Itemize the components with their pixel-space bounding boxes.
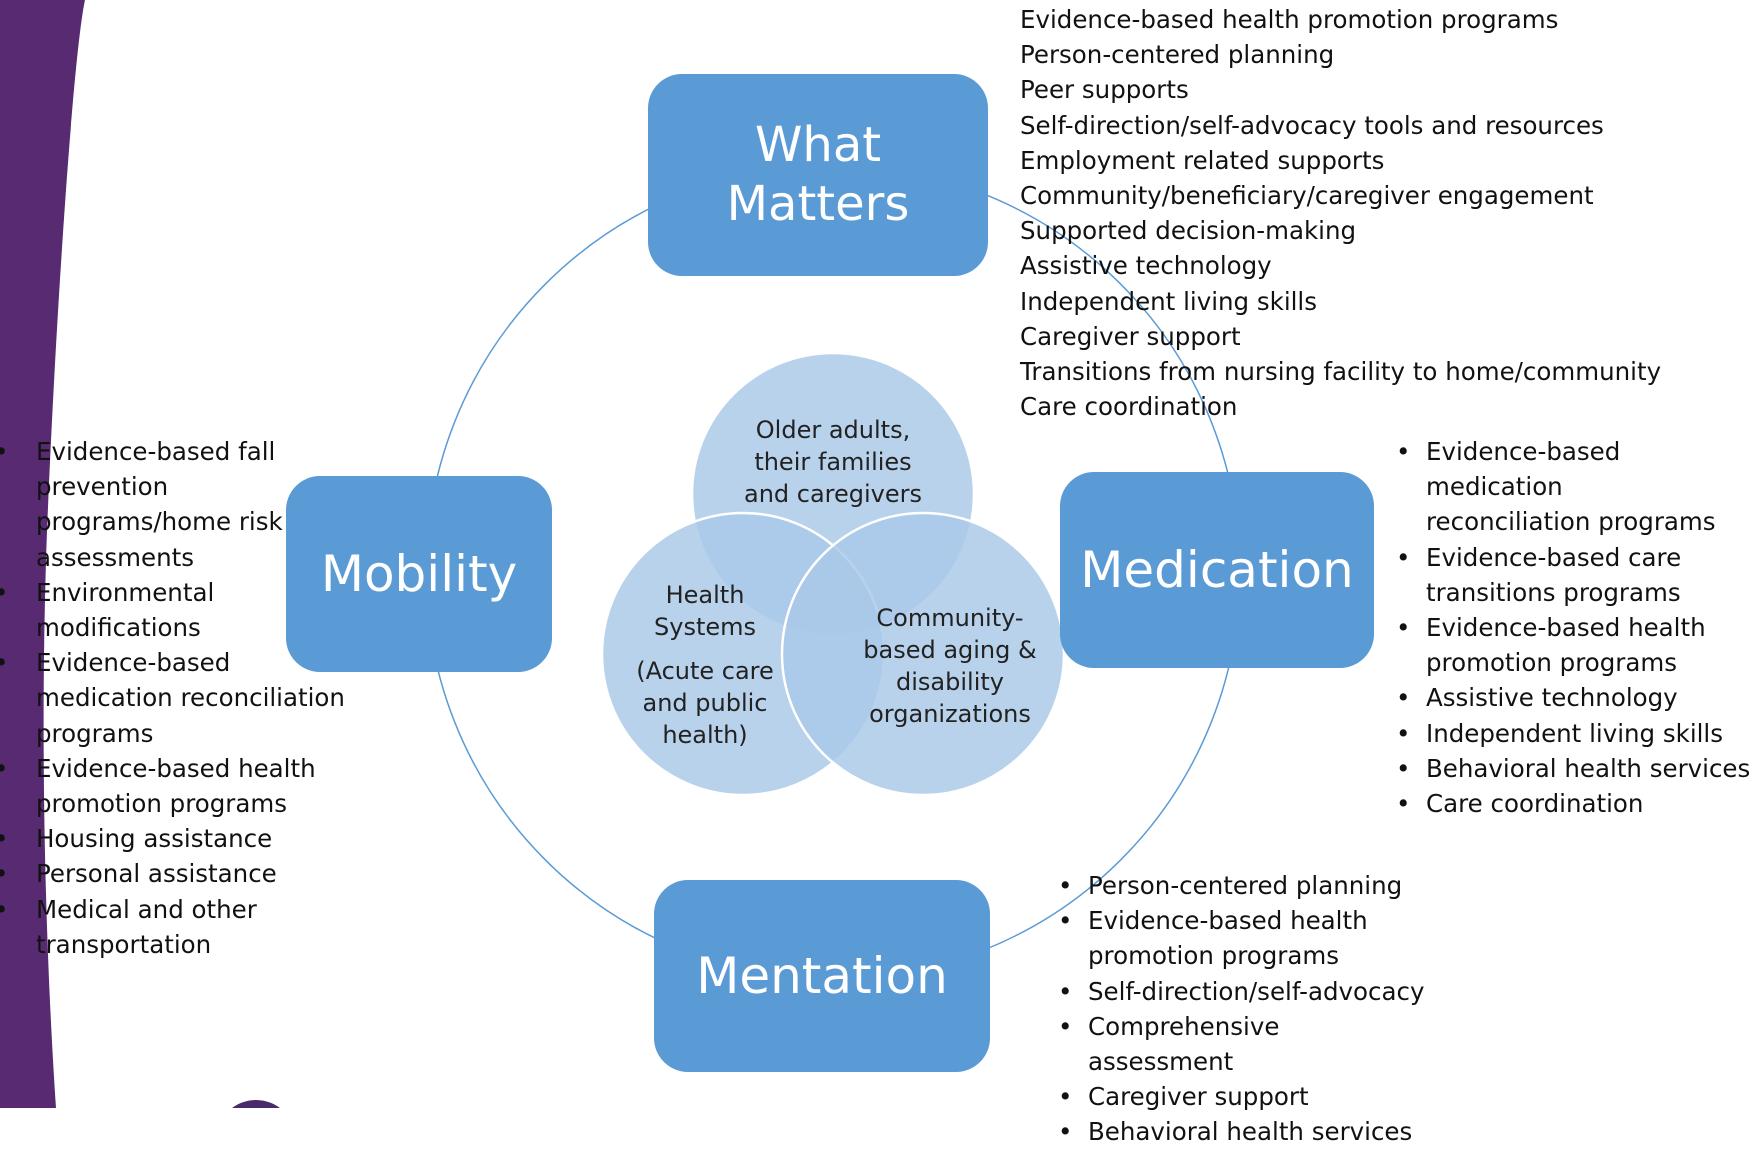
what-matters-item: Independent living skills xyxy=(1020,286,1318,316)
medication-item: Evidence-based medication reconciliation… xyxy=(1390,434,1762,540)
what-matters-item: Peer supports xyxy=(1020,75,1189,105)
mobility-item-line: Environmental xyxy=(36,577,215,607)
what-matters-item: Caregiver support xyxy=(1020,321,1241,351)
mobility-item-line: Evidence-based health xyxy=(36,753,316,783)
what-matters-item: Transitions from nursing facility to hom… xyxy=(1020,357,1662,387)
mentation-item-line: Person-centered planning xyxy=(1088,871,1403,900)
medication-item: Independent living skills xyxy=(1390,716,1762,751)
medication-box: Medication xyxy=(1060,472,1374,668)
mentation-item: Self-direction/self-advocacy xyxy=(1052,974,1432,1009)
medication-title: Medication xyxy=(1080,540,1354,599)
medication-item-line: Evidence-based medication xyxy=(1426,437,1621,502)
mobility-item-line: transportation xyxy=(36,929,212,959)
medication-item-line: promotion programs xyxy=(1426,648,1677,678)
mobility-item: Evidence-based health promotion programs xyxy=(0,751,345,821)
venn-label-community-line-4: organizations xyxy=(869,699,1031,728)
mentation-item: Evidence-based health promotion programs xyxy=(1052,903,1432,973)
medication-item-line: Behavioral health services xyxy=(1426,753,1751,783)
mentation-list: Person-centered planning Evidence-based … xyxy=(1052,868,1432,1150)
venn-label-health-systems: Health Systems (Acute care and public he… xyxy=(614,580,796,752)
venn-label-older-adults-line-1: Older adults, xyxy=(755,416,911,444)
mentation-item-line: promotion programs xyxy=(1088,941,1339,971)
venn-label-older-adults-line-2: their families xyxy=(754,447,912,476)
mentation-item-line: Self-direction/self-advocacy xyxy=(1088,976,1425,1006)
mobility-item-line: Housing assistance xyxy=(36,824,273,854)
venn-label-community-line-1: Community- xyxy=(876,604,1024,632)
medication-item: Evidence-based care transitions programs xyxy=(1390,540,1762,610)
medication-item-line: reconciliation programs xyxy=(1426,507,1716,537)
mentation-item-line: Behavioral health services xyxy=(1088,1117,1413,1147)
venn-label-health-systems-line-1: Health xyxy=(665,581,745,609)
venn-circle-community xyxy=(780,511,1066,797)
mobility-item-line: prevention xyxy=(36,472,169,502)
mobility-item-line: Personal assistance xyxy=(36,859,277,889)
mentation-item-line: Caregiver support xyxy=(1088,1082,1309,1112)
medication-item-line: transitions programs xyxy=(1426,577,1681,607)
mentation-item-line: Evidence-based health xyxy=(1088,906,1368,936)
logo-purple-shape xyxy=(232,1100,280,1108)
venn-label-community-line-3: disability xyxy=(896,667,1004,696)
what-matters-title-line-1: What xyxy=(754,117,882,174)
what-matters-item: Self-direction/self-advocacy tools and r… xyxy=(1020,110,1604,140)
mentation-item: Person-centered planning xyxy=(1052,868,1432,903)
mobility-item-line: Evidence-based fall xyxy=(36,437,276,466)
venn-label-health-systems-line-5: health) xyxy=(662,720,748,749)
medication-item-line: Evidence-based care xyxy=(1426,542,1682,572)
medication-item-line: Independent living skills xyxy=(1426,718,1724,748)
medication-item: Assistive technology xyxy=(1390,680,1762,715)
venn-label-community-line-2: based aging & xyxy=(863,635,1037,664)
what-matters-item: Person-centered planning xyxy=(1020,40,1335,70)
logo-mark xyxy=(232,1100,280,1108)
venn-label-health-systems-line-2: Systems xyxy=(654,612,756,641)
mentation-box: Mentation xyxy=(654,880,990,1072)
venn-label-older-adults-line-3: and caregivers xyxy=(743,479,923,508)
mobility-item: Personal assistance xyxy=(0,856,345,891)
mobility-item: Environmental modifications xyxy=(0,575,345,645)
medication-list: Evidence-based medication reconciliation… xyxy=(1390,434,1762,821)
medication-item: Evidence-based health promotion programs xyxy=(1390,610,1762,680)
what-matters-item: Employment related supports xyxy=(1020,145,1385,175)
what-matters-box: What Matters xyxy=(648,74,988,276)
venn-label-older-adults: Older adults, their families and caregiv… xyxy=(713,415,953,511)
venn-diagram xyxy=(600,351,1066,797)
what-matters-item: Supported decision-making xyxy=(1020,216,1357,246)
medication-item-line: Care coordination xyxy=(1426,789,1644,819)
mobility-item-line: programs/home risk xyxy=(36,507,283,537)
mobility-item-line: medication reconciliation xyxy=(36,683,345,713)
what-matters-list: Evidence-based health promotion programs… xyxy=(1020,2,1661,424)
mobility-item-line: assessments xyxy=(36,542,194,572)
mentation-item: Comprehensive assessment xyxy=(1052,1009,1432,1079)
mobility-list: Evidence-based fall prevention programs/… xyxy=(0,434,345,962)
mobility-title: Mobility xyxy=(320,544,518,603)
mobility-item: Housing assistance xyxy=(0,821,345,856)
mentation-item: Behavioral health services xyxy=(1052,1114,1432,1149)
what-matters-item: Community/beneficiary/caregiver engageme… xyxy=(1020,181,1594,211)
mobility-item-line: Evidence-based xyxy=(36,648,231,678)
what-matters-item: Assistive technology xyxy=(1020,251,1272,281)
mobility-item-line: modifications xyxy=(36,613,201,643)
venn-label-health-systems-line-3: (Acute care xyxy=(636,656,774,685)
medication-item: Behavioral health services xyxy=(1390,751,1762,786)
venn-label-health-systems-line-4: and public xyxy=(642,688,768,717)
medication-item-line: Evidence-based health xyxy=(1426,613,1706,643)
medication-item-line: Assistive technology xyxy=(1426,683,1678,713)
what-matters-item: Care coordination xyxy=(1020,392,1238,422)
mobility-item-line: promotion programs xyxy=(36,789,287,819)
mentation-item: Caregiver support xyxy=(1052,1079,1432,1114)
mobility-item: Medical and other transportation xyxy=(0,892,345,962)
mentation-title: Mentation xyxy=(696,946,948,1005)
mobility-item-line: Medical and other xyxy=(36,894,257,924)
venn-label-community: Community- based aging & disability orga… xyxy=(852,603,1048,731)
what-matters-title-line-2: Matters xyxy=(726,176,910,232)
medication-item: Care coordination xyxy=(1390,786,1762,821)
mentation-item-line: Comprehensive assessment xyxy=(1088,1011,1280,1077)
mobility-item: Evidence-based medication reconciliation… xyxy=(0,645,345,751)
mobility-item: Evidence-based fall prevention programs/… xyxy=(0,434,345,575)
mobility-item-line: programs xyxy=(36,718,154,748)
what-matters-item: Evidence-based health promotion programs xyxy=(1020,5,1559,34)
